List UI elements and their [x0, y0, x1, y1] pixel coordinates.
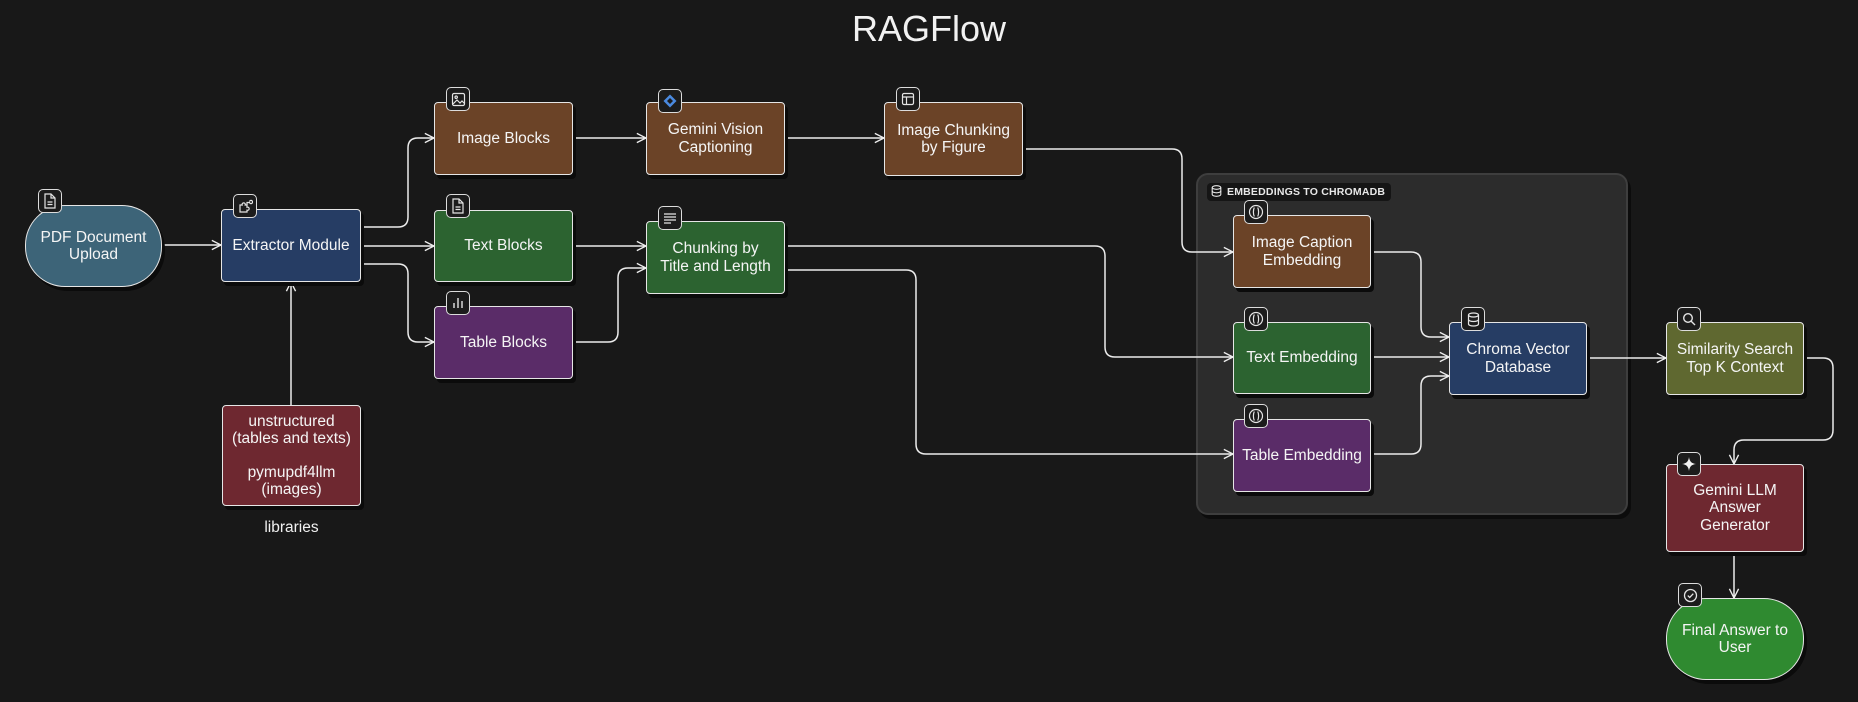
search-icon [1677, 307, 1701, 331]
group-label: EMBEDDINGS TO CHROMADB [1207, 183, 1392, 201]
diagram-title: RAGFlow [851, 8, 1007, 49]
table-blocks-node[interactable]: Table Blocks [434, 306, 573, 379]
extractor-node[interactable]: Extractor Module [221, 209, 361, 282]
extractor-label: Extractor Module [232, 236, 350, 254]
image-blocks-node[interactable]: Image Blocks [434, 102, 573, 175]
gemini-vision-label: Gemini Vision Captioning [667, 121, 764, 156]
document-icon [38, 189, 62, 213]
pdf-upload-node[interactable]: PDF Document Upload [25, 205, 162, 287]
gemini-diamond-icon [658, 89, 682, 113]
image-icon [446, 87, 470, 111]
gemini-vision-node[interactable]: Gemini Vision Captioning [646, 102, 785, 175]
edge-imgchunk-caption [1023, 148, 1233, 252]
embedding-icon [1244, 404, 1268, 428]
group-label-text: EMBEDDINGS TO CHROMADB [1227, 186, 1386, 198]
sparkle-icon [1677, 452, 1701, 476]
pdf-upload-label: PDF Document Upload [40, 228, 147, 263]
table-blocks-label: Table Blocks [459, 333, 547, 351]
edge-caption-chroma [1371, 251, 1449, 337]
database-icon [1211, 184, 1222, 200]
database-icon [1461, 307, 1485, 331]
embedding-icon [1244, 200, 1268, 224]
bar-chart-icon [446, 291, 470, 315]
embedding-icon [1244, 307, 1268, 331]
edge-chunking-tableemb [785, 269, 1233, 454]
table-embedding-label: Table Embedding [1242, 446, 1362, 464]
text-embedding-label: Text Embedding [1246, 349, 1358, 367]
edge-extractor-image [361, 138, 434, 228]
similarity-search-label: Similarity Search Top K Context [1676, 341, 1794, 376]
text-blocks-node[interactable]: Text Blocks [434, 210, 573, 282]
gemini-llm-label: Gemini LLM Answer Generator [1693, 482, 1777, 534]
gemini-llm-node[interactable]: Gemini LLM Answer Generator [1666, 464, 1804, 552]
check-circle-icon [1678, 583, 1702, 607]
chroma-db-node[interactable]: Chroma Vector Database [1449, 322, 1587, 395]
libraries-caption: libraries [264, 519, 319, 536]
edge-tableemb-chroma [1371, 376, 1449, 455]
edge-chunking-textemb [785, 245, 1233, 357]
image-blocks-label: Image Blocks [456, 129, 551, 147]
layout-icon [896, 87, 920, 111]
puzzle-icon [233, 194, 257, 218]
final-answer-node[interactable]: Final Answer to User [1666, 598, 1804, 680]
edge-extractor-table [361, 263, 434, 342]
table-embedding-node[interactable]: Table Embedding [1233, 419, 1371, 492]
libraries-node[interactable]: unstructured (tables and texts) pymupdf4… [222, 405, 361, 506]
chunking-title-node[interactable]: Chunking by Title and Length [646, 221, 785, 294]
libraries-label: unstructured (tables and texts) pymupdf4… [232, 412, 351, 499]
chunking-title-label: Chunking by Title and Length [660, 240, 771, 275]
text-embedding-node[interactable]: Text Embedding [1233, 322, 1371, 394]
text-lines-icon [658, 206, 682, 230]
image-caption-embedding-label: Image Caption Embedding [1251, 234, 1353, 269]
image-caption-embedding-node[interactable]: Image Caption Embedding [1233, 215, 1371, 288]
image-chunking-node[interactable]: Image Chunking by Figure [884, 102, 1023, 176]
chroma-db-label: Chroma Vector Database [1466, 341, 1570, 376]
edge-similarity-llm [1734, 357, 1834, 464]
text-blocks-label: Text Blocks [464, 237, 543, 255]
similarity-search-node[interactable]: Similarity Search Top K Context [1666, 322, 1804, 395]
document-icon [446, 194, 470, 218]
image-chunking-label: Image Chunking by Figure [897, 121, 1010, 156]
final-answer-label: Final Answer to User [1682, 621, 1788, 656]
edge-table-chunking [573, 268, 646, 343]
